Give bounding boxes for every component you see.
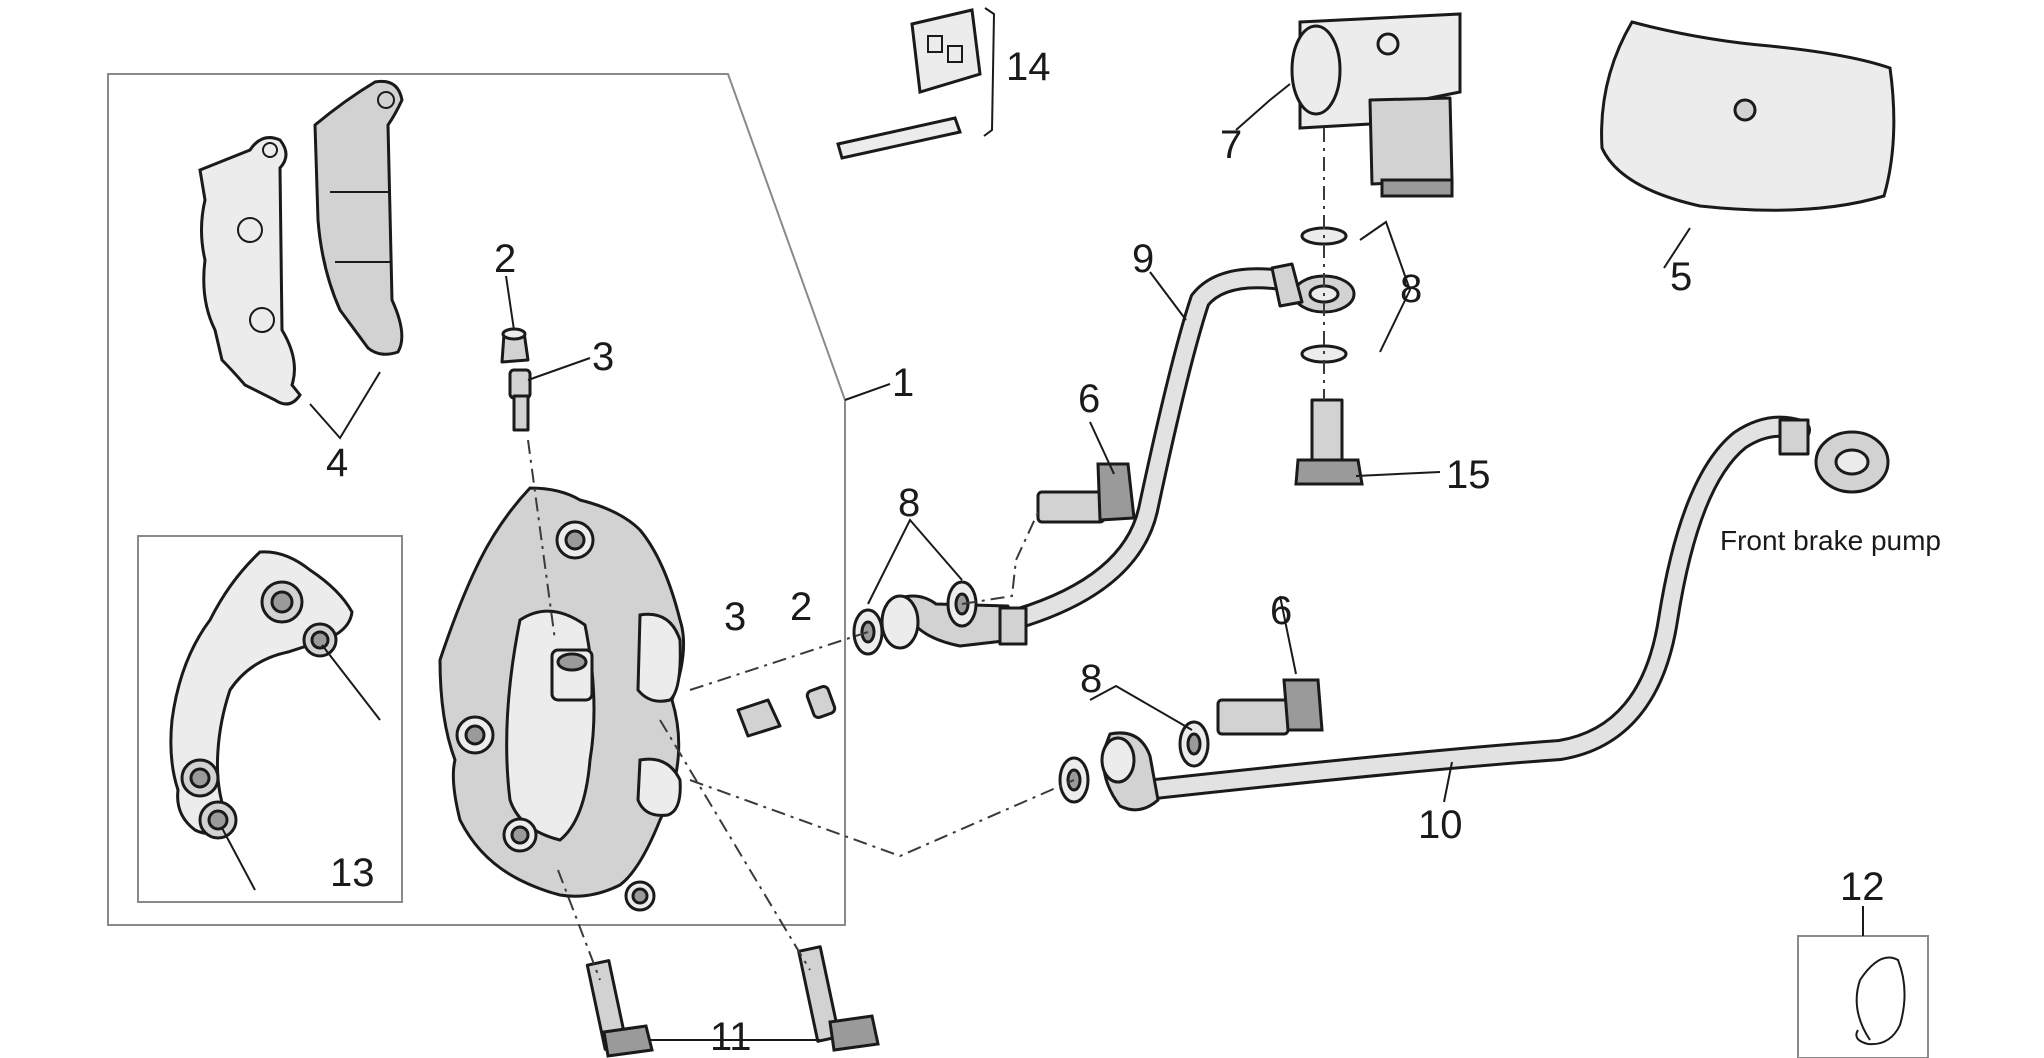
brake-pad-backplate [198,136,302,406]
callout-2-top: 2 [494,237,516,281]
callout-4: 4 [326,441,348,485]
protective-cover [1600,20,1896,212]
bracket-inset-frame [137,535,403,903]
hose-clip [1855,956,1906,1046]
callout-14: 14 [1006,45,1051,89]
callout-15: 15 [1446,453,1491,497]
callout-6-lower: 6 [1270,589,1292,633]
callout-8-lower: 8 [1080,657,1102,701]
callout-1: 1 [892,361,914,405]
brake-pad-friction [313,79,404,356]
pad-retaining-spring-and-pin [836,8,982,160]
master-cylinder [1290,12,1462,198]
master-banjo-fitting [1292,226,1364,486]
callout-2-side: 2 [790,585,812,629]
callout-8-master: 8 [1400,267,1422,311]
clip-inset-frame [1797,935,1929,1058]
callout-7: 7 [1220,123,1242,167]
callout-3-top: 3 [592,335,614,379]
alignment-lines [527,128,1325,981]
callout-5: 5 [1670,255,1692,299]
callout-6-upper: 6 [1078,377,1100,421]
caliper-body [438,486,686,912]
callout-12: 12 [1840,865,1885,909]
bleed-valve-top [500,327,532,432]
callout-3-side: 3 [724,595,746,639]
callout-11: 11 [710,1015,752,1058]
bleed-valve-side [736,684,837,738]
lower-brake-hose [1100,415,1890,812]
caliper-bracket [169,550,381,891]
callout-8-upper: 8 [898,481,920,525]
callout-10: 10 [1418,803,1463,847]
front-brake-pump-annotation: Front brake pump [1720,525,1941,556]
leader-lines [309,7,1864,1041]
upper-banjo-bolt [1036,462,1136,524]
upper-brake-hose [880,262,1304,650]
brake-pads [198,79,404,406]
callout-13: 13 [330,851,375,895]
caliper-assembly-frame [107,73,846,926]
caliper-mounting-bolts [585,945,880,1058]
lower-banjo-bolt [1216,678,1324,736]
callout-labels: 1 2 3 4 5 6 6 7 8 8 8 9 10 11 12 13 14 1… [326,45,1941,1058]
callout-9: 9 [1132,237,1154,281]
